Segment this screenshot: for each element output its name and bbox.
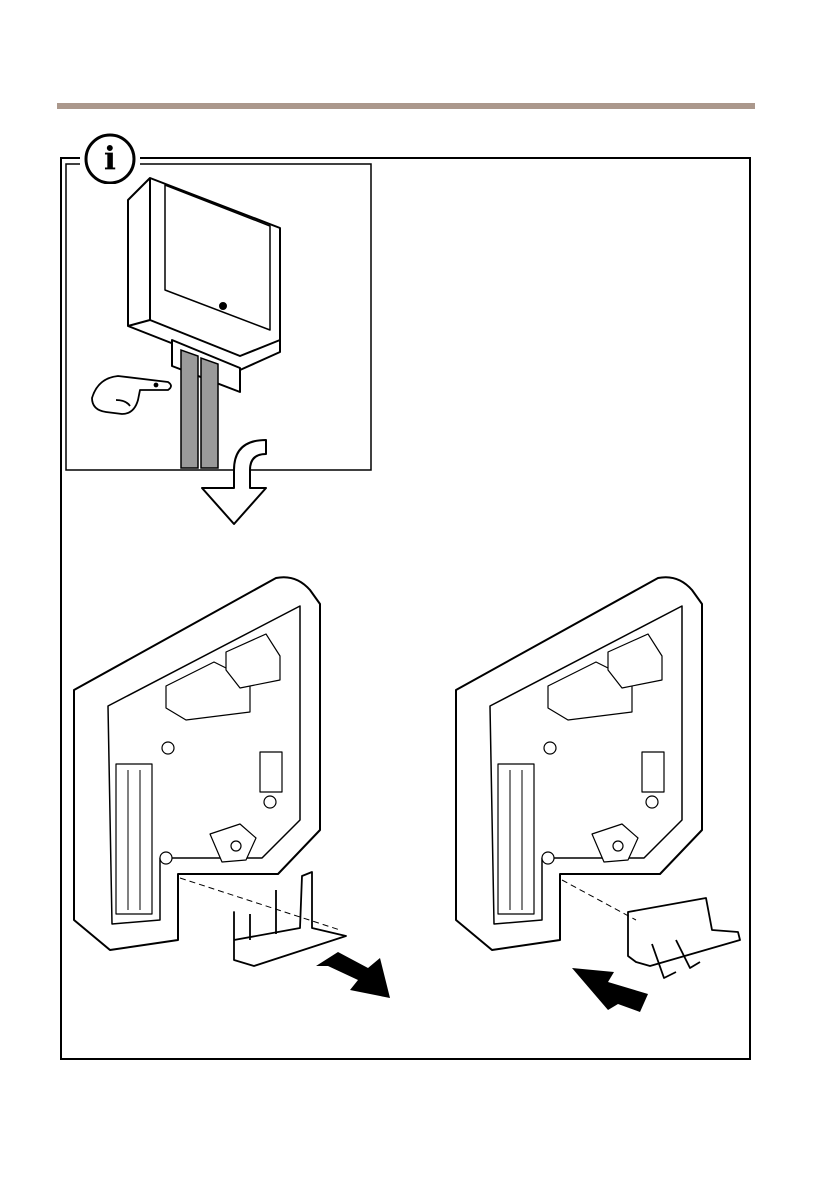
arrow-remove-icon (316, 952, 390, 998)
arrow-insert-icon (572, 968, 648, 1012)
enclosure-right (456, 577, 702, 950)
guide-dash-right (562, 880, 636, 920)
guide-dash-left (180, 878, 340, 930)
cable-cover-right (628, 898, 740, 978)
enclosure-left (74, 577, 320, 950)
cable-cover-left (234, 872, 346, 966)
info-glyph: i (80, 132, 140, 184)
info-badge: i (80, 132, 140, 184)
